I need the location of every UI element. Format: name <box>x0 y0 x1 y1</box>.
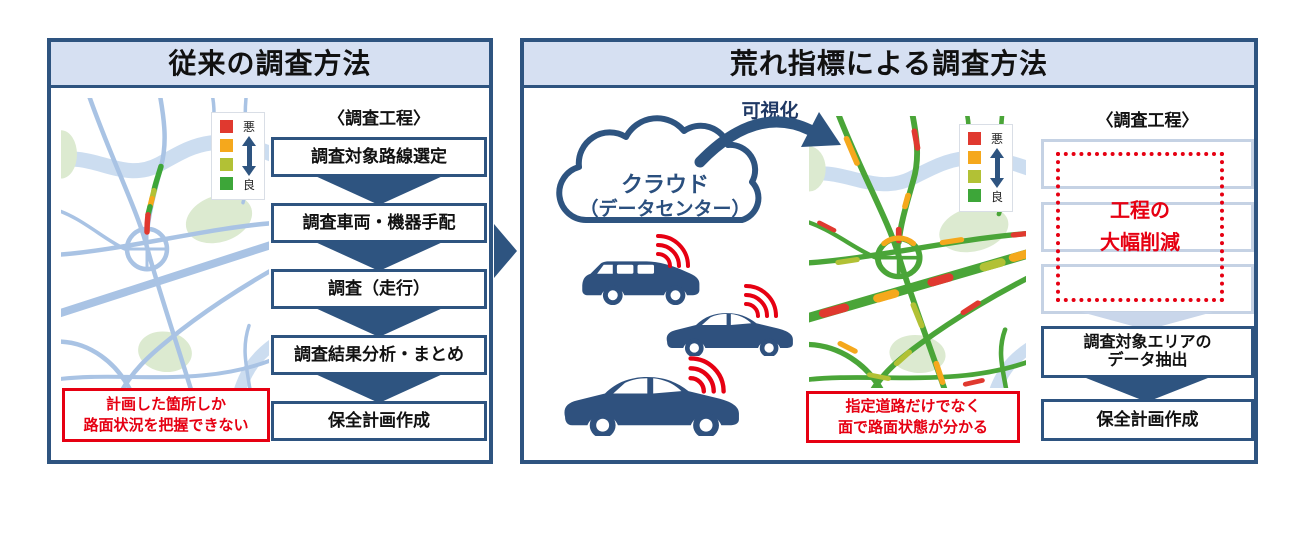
benefit-note: 指定道路だけでなく 面で路面状態が分かる <box>806 391 1020 443</box>
map-roads-illustration <box>61 98 269 388</box>
step-route-selection: 調査対象路線選定 <box>271 137 487 177</box>
panel-title-roughness: 荒れ指標による調査方法 <box>524 42 1254 88</box>
step-data-extraction-line2: データ抽出 <box>1107 352 1188 369</box>
legend-square-bad <box>968 132 981 145</box>
legend-good-label: 良 <box>990 190 1003 204</box>
legend-color-squares <box>968 132 981 204</box>
curved-arrow-icon <box>694 112 841 168</box>
step-maintenance-plan: 保全計画作成 <box>1041 399 1254 441</box>
reduction-line2: 大幅削減 <box>1100 232 1180 254</box>
map-traditional: 悪 良 <box>61 98 269 388</box>
road-condition-legend: 悪 良 <box>211 112 265 200</box>
wifi-signal-icon <box>688 356 726 394</box>
cloud-label-line1: クラウド <box>620 172 709 197</box>
legend-square-poor <box>220 139 233 152</box>
visualization-label: 可視化 <box>741 101 799 122</box>
ghost-step-box <box>1041 202 1254 252</box>
up-down-arrow-icon <box>990 148 1004 188</box>
legend-color-squares <box>220 120 233 192</box>
benefit-note-line2: 面で路面状態が分かる <box>837 419 988 436</box>
sedan-icon <box>666 313 793 356</box>
down-chevron-icon <box>313 373 445 403</box>
panel-roughness-method: 荒れ指標による調査方法 クラウド （データセンター） 可視化 <box>520 38 1258 464</box>
legend-good-label: 良 <box>242 178 255 192</box>
right-arrow-icon <box>494 224 517 278</box>
step-analysis-summary: 調査結果分析・まとめ <box>271 335 487 375</box>
legend-bad-label: 悪 <box>242 120 255 134</box>
van-icon <box>582 261 700 306</box>
down-chevron-icon <box>313 175 445 205</box>
legend-square-good <box>220 177 233 190</box>
step-maintenance-plan: 保全計画作成 <box>271 401 487 441</box>
step-data-extraction: 調査対象エリアの データ抽出 <box>1041 326 1254 378</box>
legend-square-bad <box>220 120 233 133</box>
wifi-signal-icon <box>656 234 690 268</box>
process-heading-left: 〈調査工程〉 <box>328 109 430 128</box>
step-data-extraction-line1: 調査対象エリアの <box>1083 333 1212 351</box>
legend-scale: 悪 良 <box>988 132 1006 204</box>
limitation-note: 計画した箇所しか 路面状況を把握できない <box>62 388 270 442</box>
wifi-signal-icon <box>744 284 778 318</box>
step-survey-driving: 調査（走行） <box>271 269 487 309</box>
benefit-note-line1: 指定道路だけでなく <box>845 398 981 415</box>
step-vehicle-equipment: 調査車両・機器手配 <box>271 203 487 243</box>
cloud-label: クラウド （データセンター） <box>544 172 786 222</box>
cloud-label-line2: （データセンター） <box>579 199 751 220</box>
legend-square-fair <box>220 158 233 171</box>
map-roughness: 悪 良 <box>809 116 1026 388</box>
up-down-arrow-icon <box>242 136 256 176</box>
legend-scale: 悪 良 <box>240 120 258 192</box>
cloud-shape <box>556 115 762 223</box>
road-condition-legend: 悪 良 <box>959 124 1013 212</box>
legend-square-poor <box>968 151 981 164</box>
sedan-large-icon <box>564 377 739 436</box>
limitation-note-line1: 計画した箇所しか <box>105 396 226 413</box>
panel-traditional-method: 従来の調査方法 悪 良 計画した箇所しか 路面状況を把握できない <box>47 38 493 464</box>
process-reduction-box: 工程の 大幅削減 <box>1056 152 1224 302</box>
down-chevron-icon <box>313 241 445 271</box>
panel-title-traditional: 従来の調査方法 <box>51 42 489 88</box>
limitation-note-line2: 路面状況を把握できない <box>83 417 249 434</box>
cloud-icon <box>544 108 786 248</box>
process-heading-right: 〈調査工程〉 <box>1096 111 1199 130</box>
reduction-line1: 工程の <box>1110 200 1170 222</box>
legend-square-good <box>968 189 981 202</box>
ghost-step-box <box>1041 139 1254 189</box>
legend-square-fair <box>968 170 981 183</box>
down-chevron-icon <box>313 307 445 337</box>
legend-bad-label: 悪 <box>990 132 1003 146</box>
